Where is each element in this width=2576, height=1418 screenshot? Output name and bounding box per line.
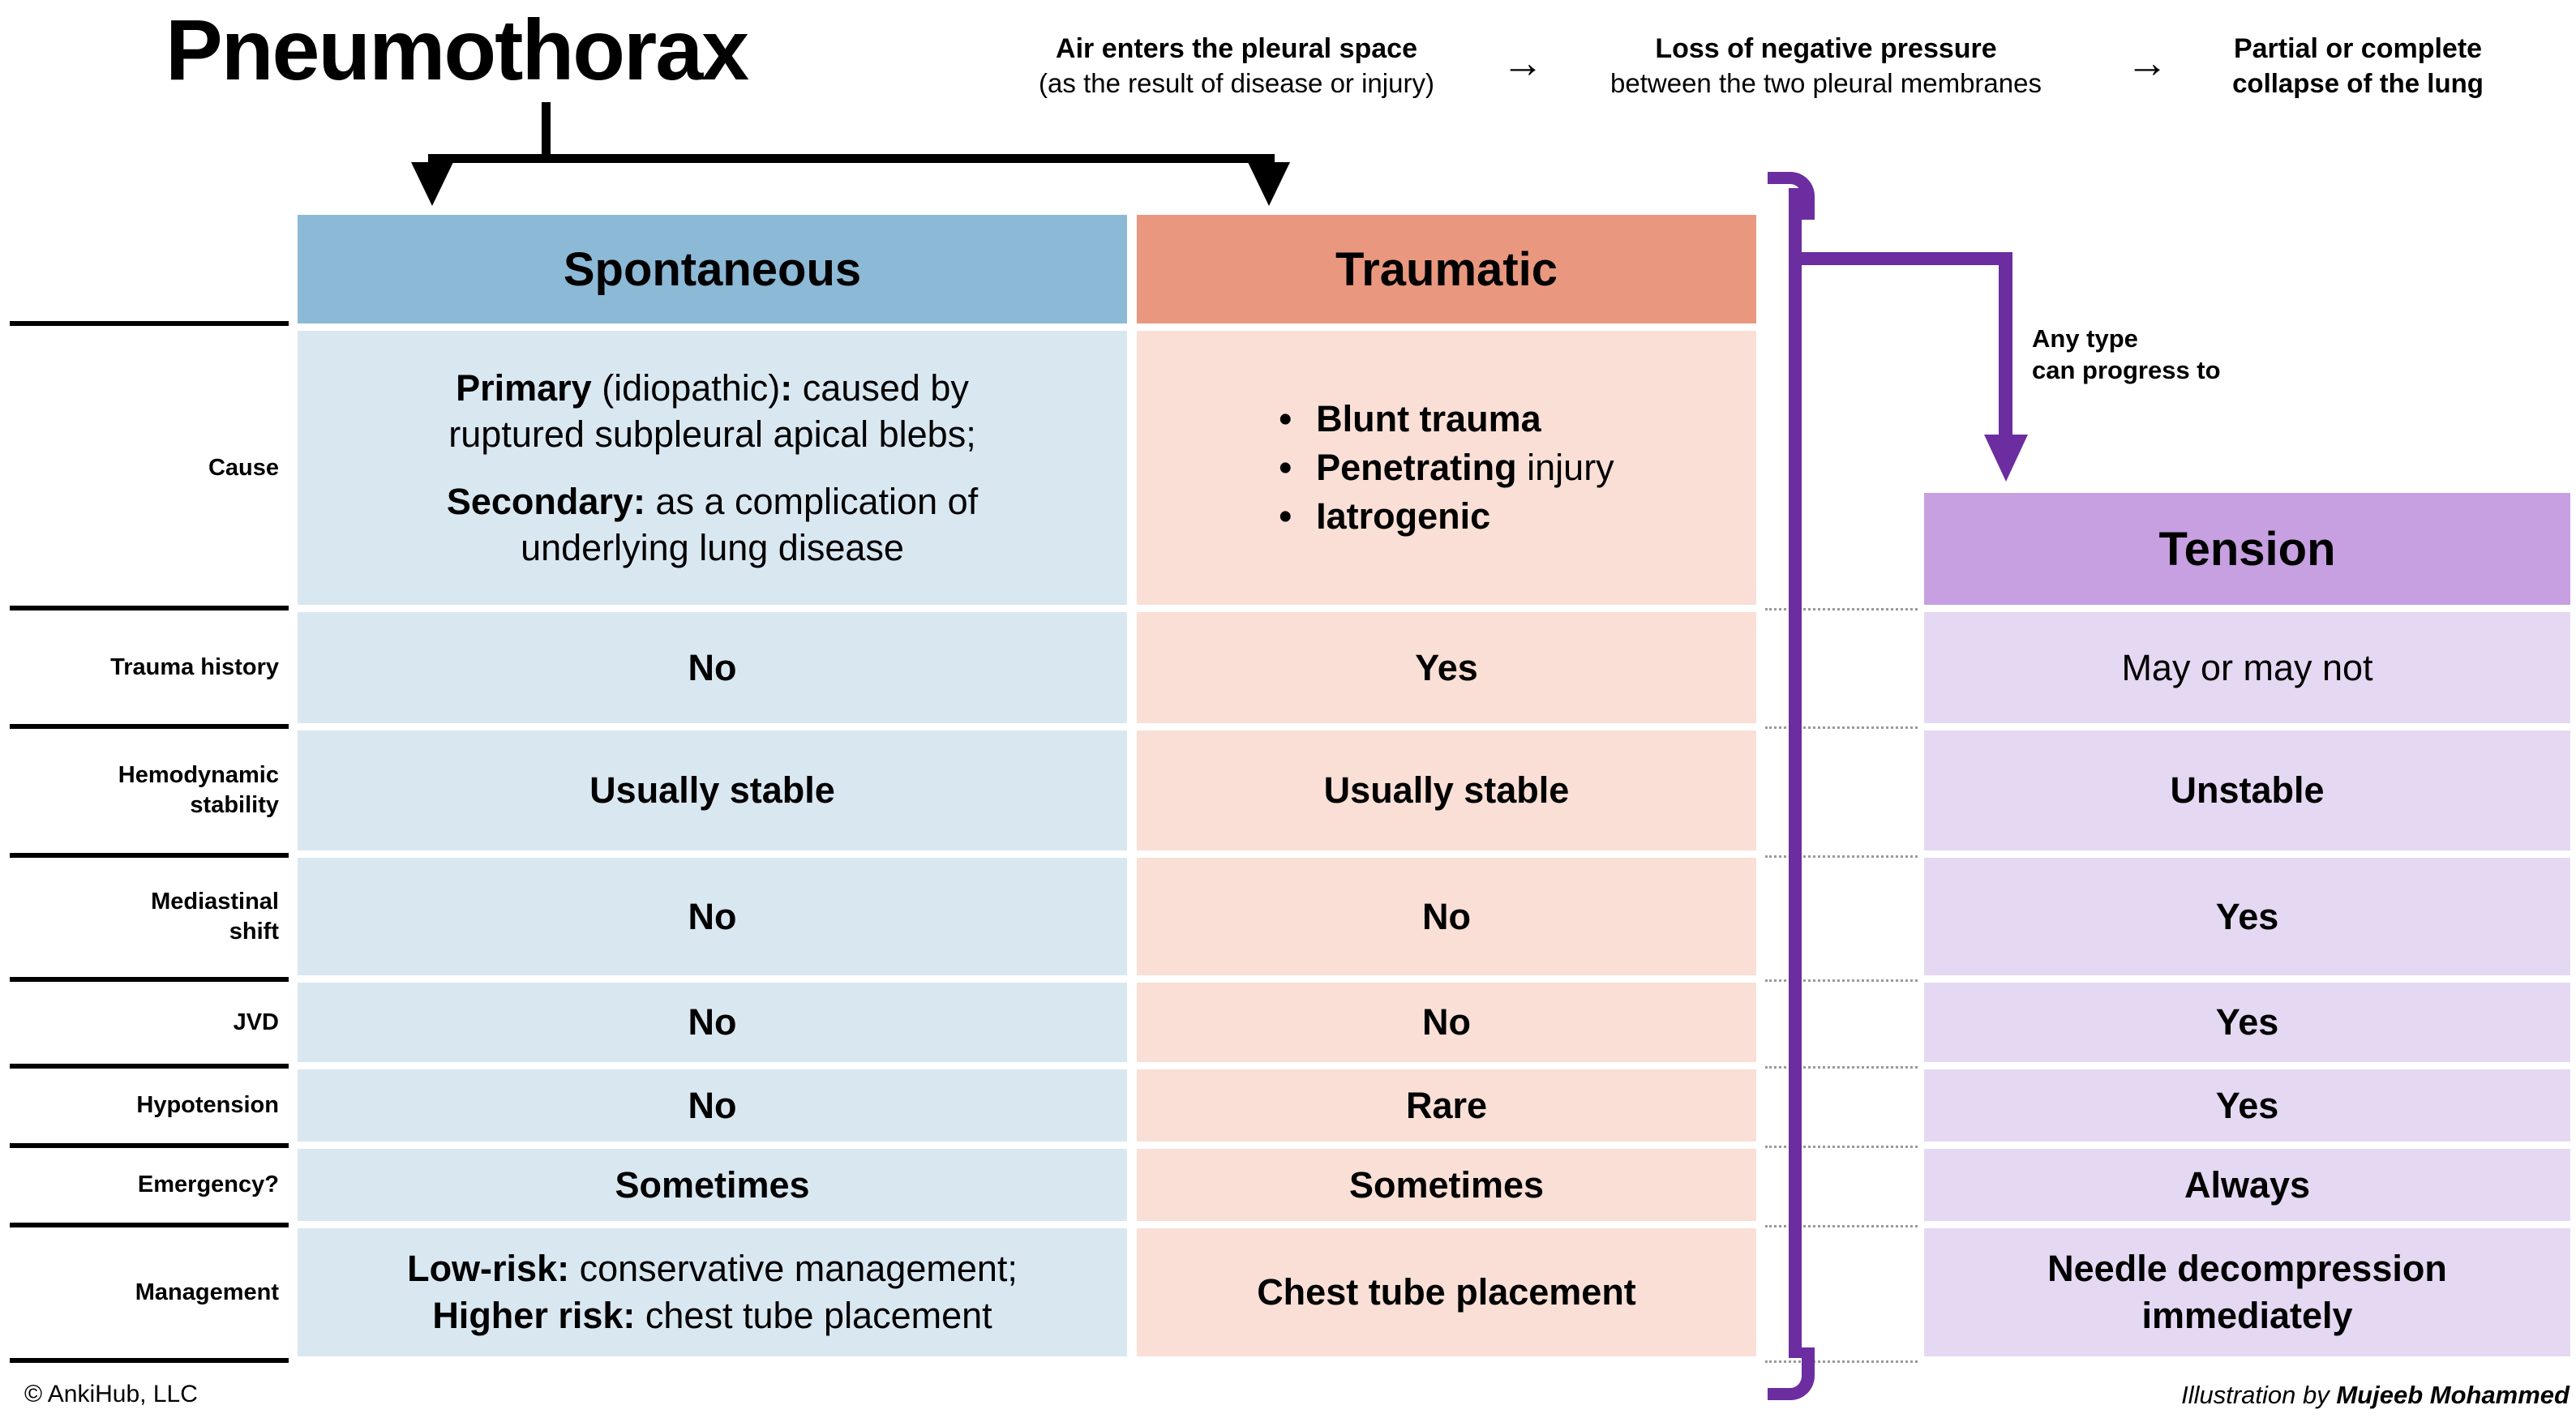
row-divider [10, 1064, 289, 1069]
cell-traumatic-trauma-history: Yes [1137, 612, 1756, 723]
branch-stem-line [542, 102, 551, 162]
row-divider [10, 1143, 289, 1148]
management-line1: Needle decompression [2047, 1248, 2447, 1289]
dotted-row-divider [1765, 1146, 1918, 1148]
progress-note: Any type can progress to [2032, 324, 2221, 384]
cell-tension-trauma-history: May or may not [1924, 612, 2570, 723]
progression-bracket-bottom-hook [1768, 1347, 1815, 1400]
progression-bracket-line [1789, 188, 1802, 1358]
row-divider [10, 606, 289, 610]
row-divider [10, 1223, 289, 1227]
row-label-emergency: Emergency? [137, 1172, 279, 1197]
dotted-row-divider [1765, 979, 1918, 982]
right-arrow-icon: → [1502, 40, 1544, 87]
row-label-cause: Cause [208, 454, 279, 481]
footer-credit: Illustration by Mujeeb Mohammed [2181, 1381, 2570, 1410]
cell-spontaneous-hemodynamic: Usually stable [298, 730, 1127, 850]
footer-copyright: © AnkiHub, LLC [24, 1381, 198, 1407]
cell-spontaneous-cause: Primary (idiopathic): caused by ruptured… [298, 331, 1127, 605]
row-label-jvd: JVD [233, 1009, 279, 1035]
row-label-mediastinal-shift: Mediastinal shift [151, 888, 279, 945]
footer-credit-prefix: Illustration by [2181, 1381, 2337, 1409]
dotted-row-divider [1765, 726, 1918, 729]
row-label-trauma-history: Trauma history [110, 654, 279, 680]
cause-primary-text: Primary (idiopathic): caused by ruptured… [448, 367, 976, 455]
column-header-spontaneous: Spontaneous [298, 215, 1127, 323]
flow-step-line1: Partial or complete [2233, 33, 2483, 64]
row-divider [10, 853, 289, 858]
flow-step-line1: Air enters the pleural space [1056, 33, 1417, 64]
cell-tension-jvd: Yes [1924, 983, 2570, 1062]
cell-tension-mediastinal: Yes [1924, 858, 2570, 975]
dotted-row-divider [1765, 1225, 1918, 1227]
management-low-risk-text: Low-risk: conservative management; [407, 1248, 1018, 1289]
bullet-item: • Blunt trauma [1279, 398, 1541, 439]
cause-secondary-text: Secondary: as a complication of underlyi… [446, 481, 979, 568]
progression-arrow-line [1999, 252, 2012, 437]
column-header-traumatic: Traumatic [1137, 215, 1756, 323]
cause-bullet-list: • Blunt trauma • Penetrating injury • Ia… [1279, 395, 1614, 541]
cell-traumatic-hemodynamic: Usually stable [1137, 730, 1756, 850]
management-line2: immediately [2141, 1295, 2353, 1336]
cell-spontaneous-jvd: No [298, 983, 1127, 1062]
progression-down-arrow-icon [1984, 435, 2028, 482]
cell-spontaneous-hypotension: No [298, 1069, 1127, 1142]
bullet-icon: • [1279, 495, 1292, 537]
bullet-item: • Iatrogenic [1279, 495, 1491, 537]
flow-step-line2: (as the result of disease or injury) [1039, 68, 1434, 98]
row-divider [10, 724, 289, 729]
cell-tension-management: Needle decompression immediately [1924, 1228, 2570, 1356]
cell-traumatic-emergency: Sometimes [1137, 1149, 1756, 1221]
cell-spontaneous-emergency: Sometimes [298, 1149, 1127, 1221]
row-divider [10, 977, 289, 982]
right-arrow-icon: → [2126, 40, 2168, 87]
footer-credit-name: Mujeeb Mohammed [2336, 1381, 2570, 1409]
row-divider [10, 1358, 289, 1363]
row-label-hemodynamic-stability: Hemodynamic stability [118, 762, 279, 818]
down-arrow-icon [411, 162, 453, 206]
progression-branch-line [1794, 252, 2005, 265]
dotted-row-divider [1765, 1066, 1918, 1069]
flow-step-collapse: Partial or complete collapse of the lung [2232, 31, 2484, 101]
cell-traumatic-mediastinal: No [1137, 858, 1756, 975]
cell-spontaneous-management: Low-risk: conservative management; Highe… [298, 1228, 1127, 1356]
flow-step-line2: between the two pleural membranes [1610, 68, 2042, 98]
flow-step-loss-pressure: Loss of negative pressure between the tw… [1610, 31, 2042, 101]
row-label-management: Management [135, 1279, 279, 1305]
cell-spontaneous-mediastinal: No [298, 858, 1127, 975]
cell-tension-hypotension: Yes [1924, 1069, 2570, 1142]
bullet-icon: • [1279, 447, 1292, 488]
page-title: Pneumothorax [165, 2, 749, 98]
flow-step-line1: Loss of negative pressure [1655, 33, 1997, 64]
flow-step-air-enters: Air enters the pleural space (as the res… [1039, 31, 1434, 101]
cell-traumatic-cause: • Blunt trauma • Penetrating injury • Ia… [1137, 331, 1756, 605]
flow-step-line2: collapse of the lung [2232, 68, 2484, 98]
row-divider [10, 321, 289, 326]
dotted-row-divider [1765, 1360, 1918, 1363]
bullet-icon: • [1279, 398, 1292, 439]
cell-traumatic-jvd: No [1137, 983, 1756, 1062]
management-higher-risk-text: Higher risk: chest tube placement [432, 1295, 992, 1336]
cell-spontaneous-trauma-history: No [298, 612, 1127, 723]
cell-tension-emergency: Always [1924, 1149, 2570, 1221]
cell-tension-hemodynamic: Unstable [1924, 730, 2570, 850]
dotted-row-divider [1765, 608, 1918, 610]
cell-traumatic-management: Chest tube placement [1137, 1228, 1756, 1356]
progression-bracket-top-hook [1768, 172, 1815, 220]
column-header-tension: Tension [1924, 493, 2570, 605]
dotted-row-divider [1765, 855, 1918, 858]
down-arrow-icon [1248, 162, 1290, 206]
bullet-item: • Penetrating injury [1279, 447, 1614, 488]
row-label-hypotension: Hypotension [136, 1092, 279, 1118]
cell-traumatic-hypotension: Rare [1137, 1069, 1756, 1142]
branch-horizontal-line [428, 154, 1275, 163]
